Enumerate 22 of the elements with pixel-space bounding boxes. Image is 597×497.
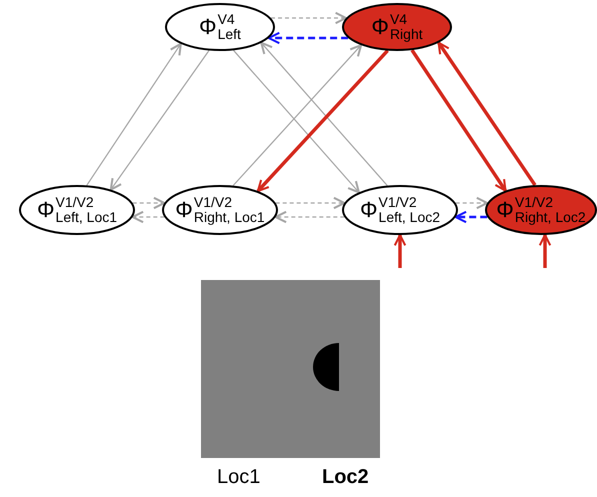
location-label: Loc1 bbox=[217, 466, 260, 489]
ellipse-node bbox=[162, 185, 278, 235]
arrow bbox=[132, 210, 164, 224]
arrow bbox=[132, 196, 166, 210]
location-label: Loc2 bbox=[322, 466, 369, 489]
ellipse-node bbox=[342, 185, 458, 235]
ellipse-node bbox=[485, 185, 597, 235]
arrow bbox=[437, 42, 536, 186]
arrow bbox=[86, 42, 182, 186]
arrow bbox=[276, 196, 346, 210]
arrow bbox=[410, 49, 507, 192]
ellipse-node bbox=[342, 3, 452, 51]
arrow bbox=[110, 50, 210, 191]
arrow bbox=[454, 210, 488, 224]
arrow bbox=[456, 196, 488, 210]
arrow bbox=[271, 12, 348, 24]
ellipse-node bbox=[19, 185, 135, 235]
arrow bbox=[268, 32, 348, 44]
arrow bbox=[394, 234, 406, 268]
ellipse-node bbox=[165, 3, 275, 51]
arrow bbox=[274, 210, 344, 224]
arrow bbox=[538, 234, 552, 268]
